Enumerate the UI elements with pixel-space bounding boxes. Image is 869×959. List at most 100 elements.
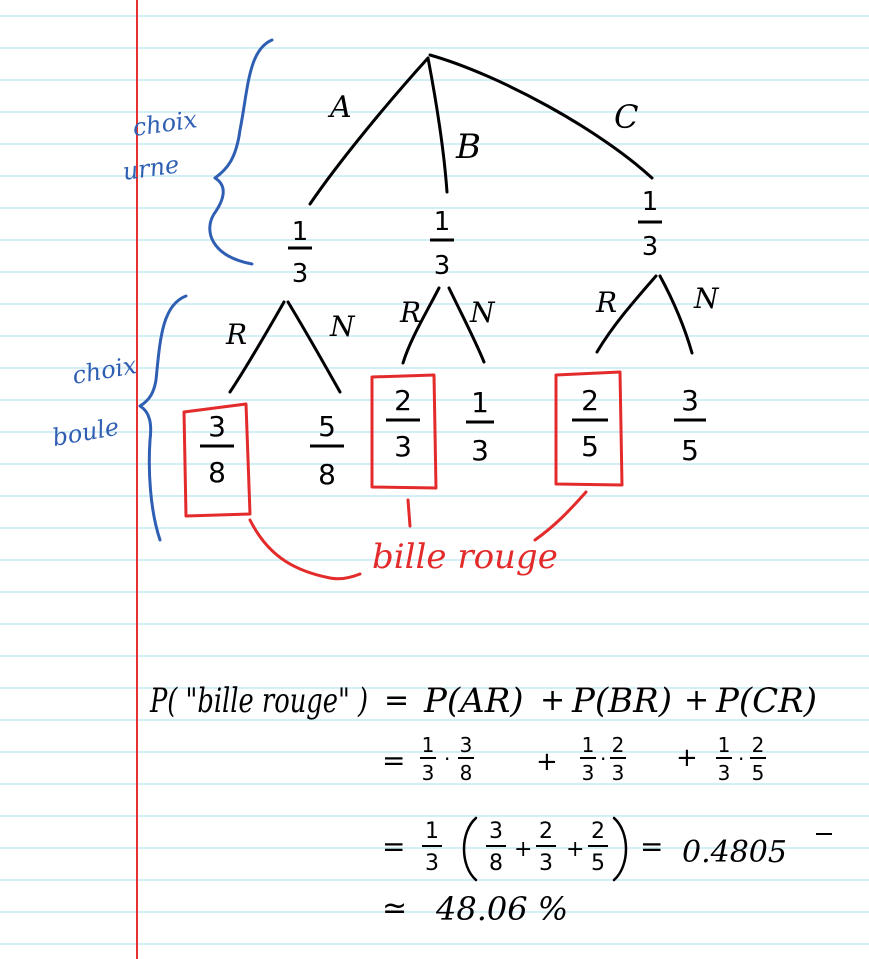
l2c-a-den: 3	[718, 761, 731, 785]
branch-root-a	[308, 56, 430, 206]
line2-plus-2: +	[676, 743, 698, 773]
l3-factor-num: 1	[425, 819, 439, 844]
highlight-box-b	[370, 373, 438, 490]
formula: P( "bille rouge" ) = P(AR) + P(BR) + P(C…	[149, 681, 832, 928]
formula-term-br: P(BR)	[571, 681, 672, 721]
formula-lhs: P( "bille rouge" )	[149, 681, 368, 721]
l3-in3-den: 5	[591, 851, 605, 876]
leaf-b-black-den: 3	[471, 434, 489, 467]
formula-plus-2: +	[684, 683, 709, 718]
l2b-dot: ·	[600, 747, 606, 771]
l2c-dot: ·	[738, 747, 744, 771]
leaf-b-red-den: 3	[394, 430, 412, 463]
leaf-b-black: 1 3	[466, 386, 494, 467]
l3-plus-1: +	[514, 837, 532, 862]
formula-line3-eq: =	[382, 830, 405, 863]
formula-line2-eq: =	[382, 744, 405, 777]
line2-term-b: 1 3 · 2 3	[580, 733, 626, 785]
probability-tree	[228, 53, 694, 394]
branch-root-b	[426, 56, 449, 194]
branch-label-c: C	[614, 98, 638, 136]
branch-c-red	[595, 274, 658, 354]
leaf-a-black: 5 8	[310, 410, 344, 491]
formula-term-cr: P(CR)	[715, 681, 817, 721]
leaf-b-red: 2 3	[386, 384, 420, 463]
branch-c-black	[658, 274, 694, 355]
urn-prob-b: 1 3	[430, 207, 454, 281]
line2-term-c: 1 3 · 2 5	[716, 733, 766, 785]
urn-prob-a-den: 3	[292, 259, 309, 289]
branch-label-a: A	[327, 90, 352, 125]
l3-in3-num: 2	[591, 819, 605, 844]
red-ball-label: bille rouge	[372, 537, 558, 577]
urn-prob-b-num: 1	[434, 207, 451, 237]
l3-factor-den: 3	[425, 851, 439, 876]
branch-label-b: B	[455, 127, 481, 167]
connector-a	[248, 518, 362, 581]
blue-braces	[138, 38, 274, 542]
leaf-a-black-den: 8	[318, 458, 336, 491]
leaf-c-black-num: 3	[681, 384, 699, 417]
label-a-red: R	[225, 318, 247, 351]
urn-prob-b-den: 3	[434, 251, 451, 281]
formula-line4-result: 48.06 %	[435, 890, 568, 928]
l2c-b-num: 2	[752, 733, 765, 757]
formula-line4-approx: ≃	[382, 891, 407, 926]
line2-plus-1: +	[536, 747, 558, 777]
l2a-b-den: 8	[460, 761, 473, 785]
leaf-a-red-num: 3	[208, 410, 226, 443]
urn-prob-c-num: 1	[642, 187, 659, 217]
l2b-a-num: 1	[582, 733, 595, 757]
branch-b-black	[447, 286, 486, 364]
brace-ball-choice	[138, 294, 188, 542]
leaf-a-red: 3 8	[200, 410, 234, 489]
l2a-b-num: 3	[460, 733, 473, 757]
l2a-dot: ·	[444, 747, 450, 771]
l3-open-paren	[462, 816, 478, 882]
branch-root-c	[428, 53, 654, 180]
l2c-b-den: 5	[752, 761, 765, 785]
leaf-b-black-num: 1	[471, 386, 489, 419]
l3-in2-den: 3	[539, 851, 553, 876]
urn-prob-a: 1 3	[288, 217, 312, 289]
l2b-b-num: 2	[612, 733, 625, 757]
l3-eq2: =	[640, 830, 663, 863]
formula-line1-eq: =	[384, 683, 409, 718]
l2b-a-den: 3	[582, 761, 595, 785]
branch-a-black	[286, 300, 342, 394]
formula-term-ar: P(AR)	[423, 681, 524, 721]
label-b-black: N	[469, 296, 496, 329]
l2c-a-num: 1	[718, 733, 731, 757]
leaf-c-black-den: 5	[681, 434, 699, 467]
urn-prob-a-num: 1	[292, 217, 309, 247]
leaf-a-black-num: 5	[318, 410, 336, 443]
highlight-box-c	[554, 370, 624, 487]
leaf-c-black: 3 5	[674, 384, 706, 467]
l3-plus-2: +	[566, 837, 584, 862]
connector-c	[533, 490, 588, 542]
leaf-c-red: 2 5	[572, 384, 608, 463]
urn-prob-c: 1 3	[638, 187, 662, 262]
l2a-a-den: 3	[422, 761, 435, 785]
l3-in1-den: 8	[489, 851, 503, 876]
l3-in2-num: 2	[539, 819, 553, 844]
label-b-red: R	[399, 296, 421, 329]
branch-a-red	[228, 300, 286, 394]
leaf-b-red-num: 2	[394, 384, 412, 417]
l3-result: 0.4805	[682, 835, 787, 870]
label-c-red: R	[595, 286, 617, 319]
branch-b-red	[401, 286, 441, 365]
urn-prob-c-den: 3	[642, 232, 659, 262]
leaf-a-red-den: 8	[208, 456, 226, 489]
line2-term-a: 1 3 · 3 8	[420, 733, 474, 785]
l3-in1-num: 3	[489, 819, 503, 844]
label-a-black: N	[329, 310, 356, 343]
formula-plus-1: +	[540, 683, 565, 718]
connector-b	[406, 498, 412, 528]
l2a-a-num: 1	[422, 733, 435, 757]
leaf-c-red-num: 2	[581, 384, 599, 417]
leaf-c-red-den: 5	[581, 430, 599, 463]
label-c-black: N	[693, 282, 720, 315]
red-ball-highlights	[182, 370, 624, 581]
